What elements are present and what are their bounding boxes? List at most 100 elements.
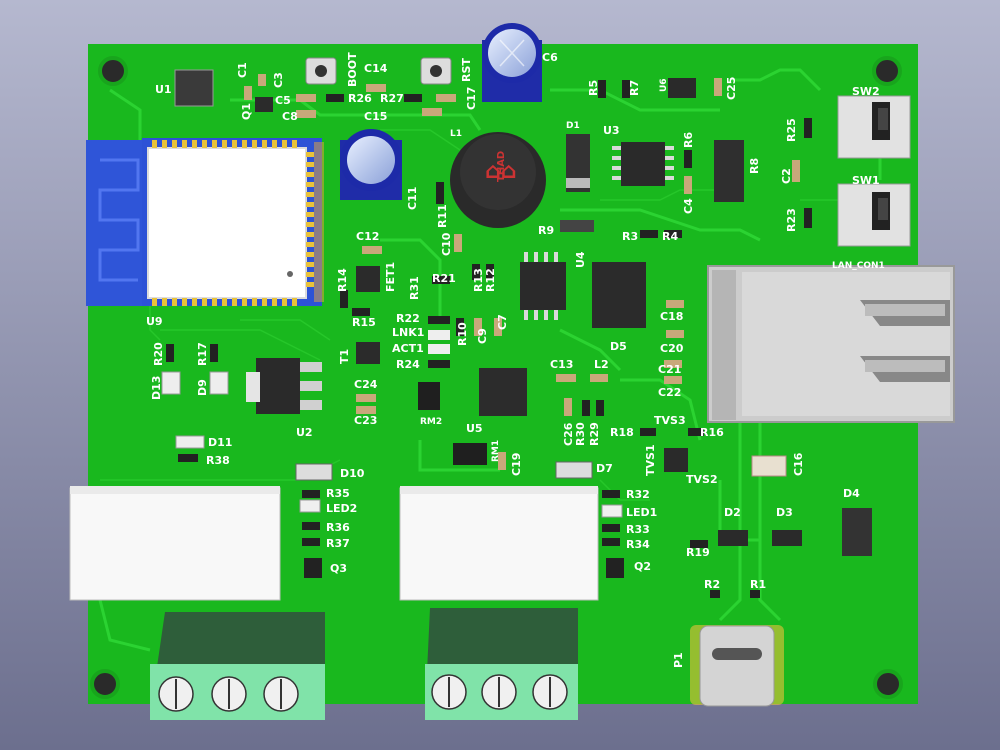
ref-r17: R17 — [196, 342, 209, 366]
ref-d2: D2 — [724, 506, 741, 519]
ref-q3: Q3 — [330, 562, 347, 575]
inductor-brand-label: THAD — [496, 151, 507, 182]
rm2-array — [418, 382, 440, 410]
ref-r22: R22 — [396, 312, 420, 325]
antenna-trace — [98, 158, 140, 282]
ref-r31: R31 — [408, 276, 421, 300]
ref-c13: C13 — [550, 358, 573, 371]
diode-d10 — [295, 463, 333, 481]
resistor-r9 — [560, 220, 594, 232]
usb-c-connector — [690, 625, 784, 707]
ref-r15: R15 — [352, 316, 376, 329]
diode-d4 — [842, 508, 872, 556]
ref-q1: Q1 — [240, 103, 253, 120]
ref-r37: R37 — [326, 537, 350, 550]
ref-c1: C1 — [236, 62, 249, 78]
switch-sw2 — [837, 95, 911, 159]
ref-r26: R26 — [348, 92, 372, 105]
ref-d3: D3 — [776, 506, 793, 519]
ref-r29: R29 — [588, 422, 601, 446]
capacitor-c11 — [340, 129, 402, 200]
ref-fet1: FET1 — [384, 262, 397, 292]
ref-c15: C15 — [364, 110, 387, 123]
ref-c12: C12 — [356, 230, 379, 243]
ref-r8: R8 — [748, 158, 761, 174]
svg-text:⌂⌂: ⌂⌂ — [485, 159, 517, 184]
ref-rm2: RM2 — [420, 417, 442, 427]
esp-shield — [147, 147, 307, 299]
terminal-block-left — [150, 612, 325, 720]
ref-c22: C22 — [658, 386, 681, 399]
ref-c5: C5 — [275, 94, 291, 107]
tvs1 — [664, 448, 688, 472]
resistor-r8 — [714, 140, 744, 202]
ref-lnk1: LNK1 — [392, 326, 424, 339]
ref-c19: C19 — [510, 453, 523, 476]
ref-r38: R38 — [206, 454, 230, 467]
ref-c17: C17 — [465, 87, 478, 110]
ref-r12: R12 — [484, 268, 497, 292]
ref-r23: R23 — [785, 208, 798, 232]
ref-c4: C4 — [682, 198, 695, 214]
ref-c26: C26 — [562, 422, 575, 446]
ref-q2: Q2 — [634, 560, 651, 573]
ref-c21: C21 — [658, 363, 681, 376]
ref-r3: R3 — [622, 230, 638, 243]
u2-regulator — [256, 358, 300, 414]
ref-c7: C7 — [496, 314, 509, 330]
d9 — [209, 371, 229, 395]
ref-act1: ACT1 — [392, 342, 424, 355]
ref-c23: C23 — [354, 414, 377, 427]
ref-d4: D4 — [843, 487, 860, 500]
ref-d1: D1 — [566, 121, 580, 131]
ref-r27: R27 — [380, 92, 404, 105]
passive-components — [166, 74, 812, 598]
ref-c2: C2 — [780, 168, 793, 184]
u6-chip — [668, 78, 696, 98]
diode-d7 — [555, 461, 593, 479]
esp-pins — [152, 140, 314, 306]
capacitor-c6 — [482, 23, 542, 102]
ref-c25: C25 — [725, 77, 738, 100]
ref-u4: U4 — [574, 251, 587, 268]
switch-sw1 — [837, 183, 911, 247]
led1 — [601, 504, 623, 518]
ref-p1: P1 — [672, 652, 685, 668]
u5-chip — [479, 368, 527, 416]
ref-r4: R4 — [662, 230, 678, 243]
ref-u3: U3 — [603, 124, 620, 137]
ref-sw2: SW2 — [852, 85, 880, 98]
ref-r21: R21 — [432, 272, 456, 285]
ref-r6: R6 — [682, 132, 695, 148]
ref-r24: R24 — [396, 358, 420, 371]
ref-r10: R10 — [456, 322, 469, 346]
u4-chip — [520, 262, 566, 310]
ref-r20: R20 — [152, 342, 165, 366]
ref-r18: R18 — [610, 426, 634, 439]
ref-r16: R16 — [700, 426, 724, 439]
ref-tvs1: TVS1 — [644, 444, 657, 476]
ref-u9: U9 — [146, 315, 163, 328]
terminal-block-right — [425, 608, 578, 720]
ref-l1: L1 — [450, 129, 462, 139]
ref-d11: D11 — [208, 436, 232, 449]
ref-d13: D13 — [150, 376, 163, 400]
ref-r14: R14 — [336, 268, 349, 292]
ref-c24: C24 — [354, 378, 378, 391]
ref-r33: R33 — [626, 523, 650, 536]
d13 — [161, 371, 181, 395]
ref-r7: R7 — [628, 80, 641, 96]
ref-d9: D9 — [196, 379, 209, 396]
ref-c10: C10 — [440, 232, 453, 256]
ref-r11: R11 — [436, 204, 449, 228]
ref-r34: R34 — [626, 538, 650, 551]
ref-r36: R36 — [326, 521, 350, 534]
ref-r30: R30 — [574, 422, 587, 446]
ref-c18: C18 — [660, 310, 683, 323]
ref-boot: BOOT — [346, 52, 359, 87]
diode-d3 — [772, 530, 802, 546]
ref-t1: T1 — [338, 349, 351, 364]
q1-transistor — [255, 97, 273, 112]
silkscreen-labels: U1 C1 C3 Q1 C5 C8 BOOT C14 R26 C15 R27 R… — [146, 51, 885, 668]
ref-c6: C6 — [542, 51, 558, 64]
